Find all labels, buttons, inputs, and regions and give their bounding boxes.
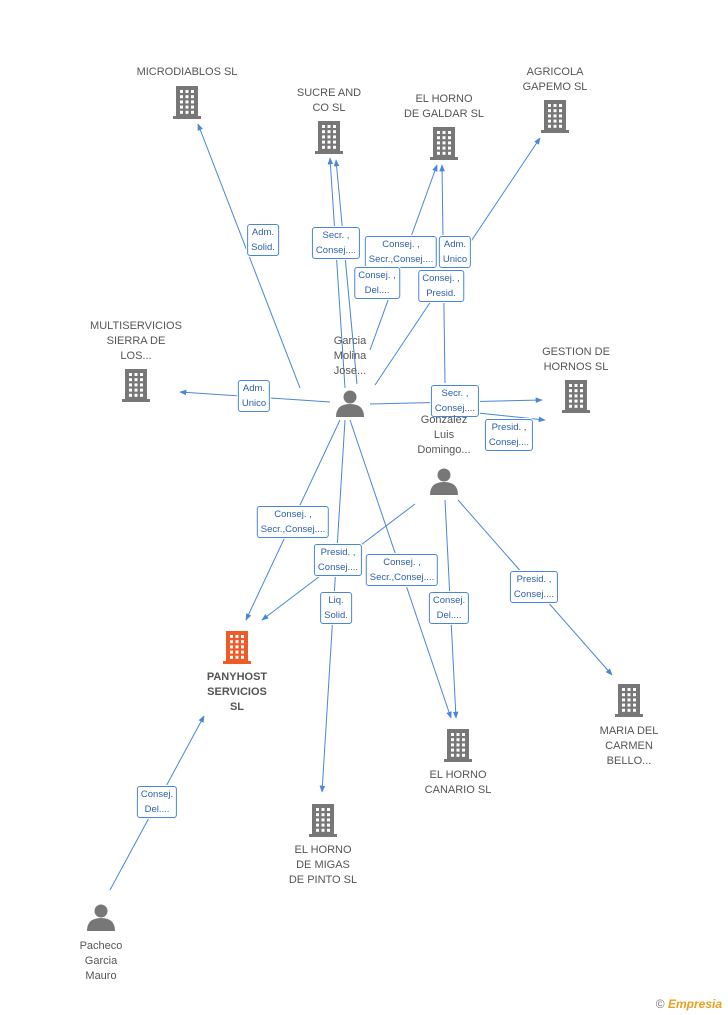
relation-label[interactable]: Presid. , Consej....	[313, 544, 363, 576]
relation-label[interactable]: Secr. , Consej....	[311, 227, 361, 259]
edge-line	[333, 159, 358, 385]
brand-logo: Empresia	[667, 997, 722, 1011]
node-label-multiservicios[interactable]: MULTISERVICIOS SIERRA DE LOS...	[90, 320, 182, 362]
relation-label[interactable]: Consej. , Presid.	[418, 270, 464, 302]
person-icon[interactable]	[336, 390, 364, 418]
relation-label[interactable]: Consej. , Del....	[354, 267, 400, 299]
building-icon[interactable]	[430, 127, 458, 160]
node-label-gonzalez[interactable]: Gonzalez Luis Domingo...	[417, 414, 471, 456]
person-icon[interactable]	[430, 468, 458, 496]
relation-label[interactable]: Adm. Unico	[237, 380, 271, 412]
relation-label[interactable]: Secr. , Consej....	[430, 385, 480, 417]
edge-line	[197, 123, 301, 389]
node-label-garcia[interactable]: Garcia Molina Jose...	[333, 335, 367, 377]
copyright-icon: ©	[655, 997, 665, 1011]
building-icon[interactable]	[444, 729, 472, 762]
edge-line	[467, 411, 546, 423]
node-label-gestion[interactable]: GESTION DE HORNOS SL	[542, 346, 610, 373]
building-icon[interactable]	[562, 380, 590, 413]
relation-label[interactable]: Consej. Del....	[136, 786, 178, 818]
relation-label[interactable]: Presid. , Consej....	[509, 571, 559, 603]
relation-label[interactable]: Consej. , Secr.,Consej....	[365, 554, 439, 586]
relation-label[interactable]: Presid. , Consej....	[484, 419, 534, 451]
relation-label[interactable]: Consej. , Secr.,Consej....	[256, 506, 330, 538]
node-label-maria[interactable]: MARIA DEL CARMEN BELLO...	[599, 725, 659, 767]
node-label-microdiablos[interactable]: MICRODIABLOS SL	[136, 66, 238, 78]
relation-label[interactable]: Liq. Solid.	[320, 592, 352, 624]
node-label-agricola[interactable]: AGRICOLA GAPEMO SL	[522, 66, 588, 93]
relation-label[interactable]: Adm. Solid.	[247, 224, 279, 256]
relation-label[interactable]: Consej. , Secr.,Consej....	[364, 236, 438, 268]
relation-label[interactable]: Consej. Del....	[428, 592, 470, 624]
building-icon[interactable]	[541, 100, 569, 133]
building-icon[interactable]	[315, 121, 343, 154]
watermark: © Empresia	[656, 997, 722, 1011]
relation-label[interactable]: Adm. Unico	[438, 236, 472, 268]
building-icon[interactable]	[309, 804, 337, 837]
building-icon[interactable]	[122, 369, 150, 402]
node-label-panyhost[interactable]: PANYHOST SERVICIOS SL	[206, 671, 268, 713]
node-label-horno-galdar[interactable]: EL HORNO DE GALDAR SL	[403, 93, 485, 120]
node-label-horno-migas[interactable]: EL HORNO DE MIGAS DE PINTO SL	[288, 844, 358, 886]
building-icon[interactable]	[615, 684, 643, 717]
building-icon[interactable]	[173, 86, 201, 119]
node-label-horno-canario[interactable]: EL HORNO CANARIO SL	[424, 769, 492, 796]
person-icon[interactable]	[87, 904, 115, 932]
node-label-pacheco[interactable]: Pacheco Garcia Mauro	[79, 940, 123, 982]
building-icon[interactable]	[223, 631, 251, 664]
node-label-sucre[interactable]: SUCRE AND CO SL	[296, 87, 362, 114]
edge-line	[327, 157, 346, 389]
